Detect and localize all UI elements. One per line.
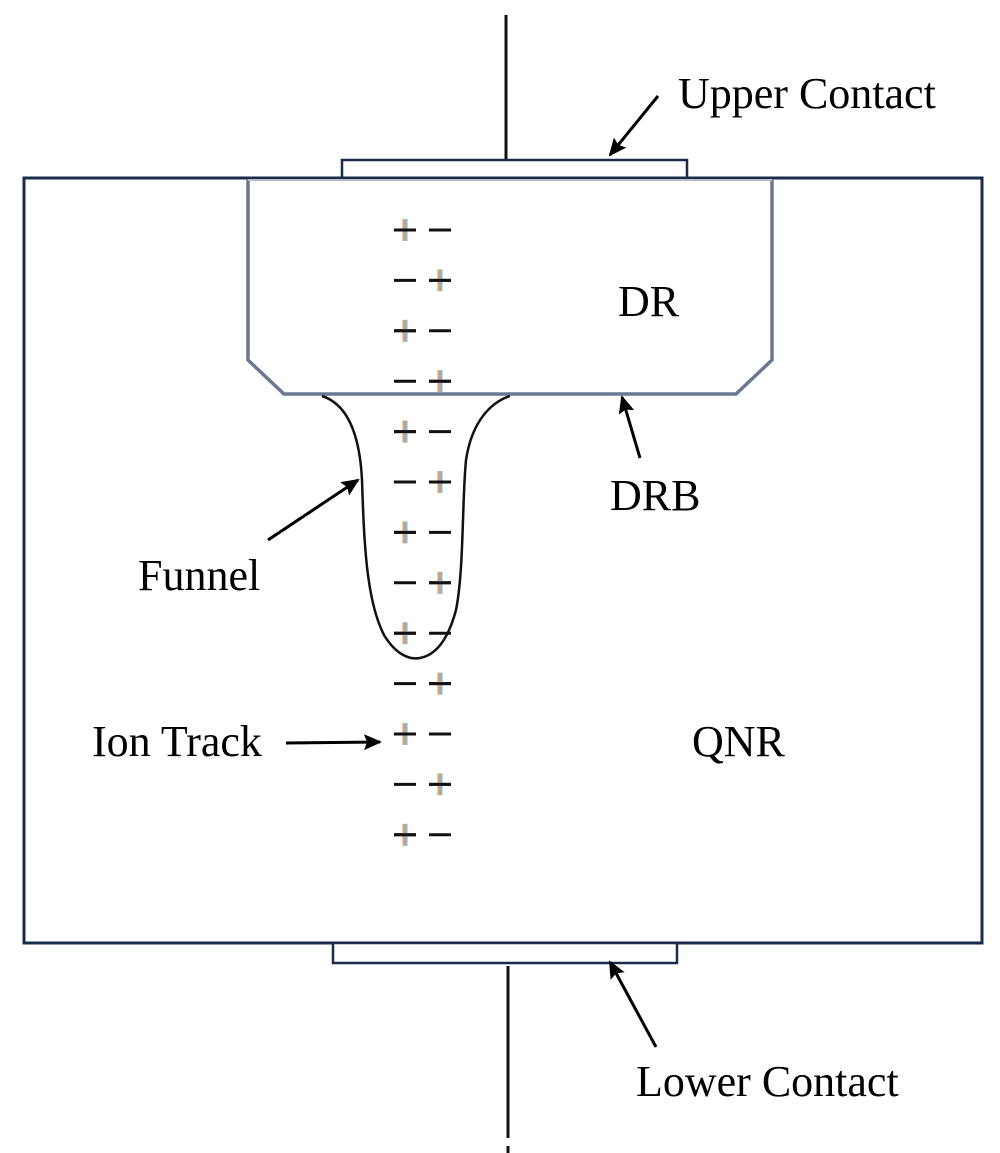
plus-charge [394, 521, 416, 544]
charge-pair [394, 823, 451, 846]
charge-pair [394, 471, 451, 493]
plus-charge [429, 672, 451, 695]
charge-pair [394, 672, 451, 695]
upper-contact [340, 158, 689, 180]
plus-charge [429, 471, 451, 493]
dr-label: DR [618, 277, 680, 326]
plus-charge [394, 420, 416, 443]
qnr-label: QNR [692, 717, 786, 766]
charge-pair [394, 370, 451, 393]
plus-charge [394, 723, 416, 745]
plus-charge [394, 823, 416, 846]
plus-charge [429, 269, 451, 292]
charge-pair [394, 269, 451, 292]
charge-pair [394, 219, 451, 241]
lower-contact [331, 941, 679, 965]
funnel-curve [321, 394, 511, 660]
upper-contact-label: Upper Contact [678, 69, 936, 118]
charge-pair [394, 420, 451, 443]
plus-charge [394, 622, 416, 645]
plus-charge [429, 370, 451, 393]
lower-contact-arrow [608, 960, 658, 1048]
charge-pair [394, 571, 451, 594]
charge-pair [394, 723, 451, 745]
ion-track-label: Ion Track [92, 717, 262, 766]
charge-pair [394, 622, 451, 645]
upper-contact-arrow [608, 95, 660, 157]
funnel-arrow [267, 478, 360, 542]
depletion-region [246, 179, 774, 396]
charge-pair [394, 773, 451, 796]
plus-charge [429, 571, 451, 594]
ion-track-charges [394, 219, 451, 846]
charge-pair [394, 521, 451, 544]
funnel-label: Funnel [138, 551, 260, 600]
charge-pair [394, 319, 451, 342]
plus-charge [394, 319, 416, 342]
ion-track-arrow [285, 734, 382, 751]
drb-label: DRB [610, 471, 700, 520]
drb-arrow [618, 395, 642, 459]
lower-contact-label: Lower Contact [636, 1057, 899, 1106]
plus-charge [429, 773, 451, 796]
plus-charge [394, 219, 416, 241]
